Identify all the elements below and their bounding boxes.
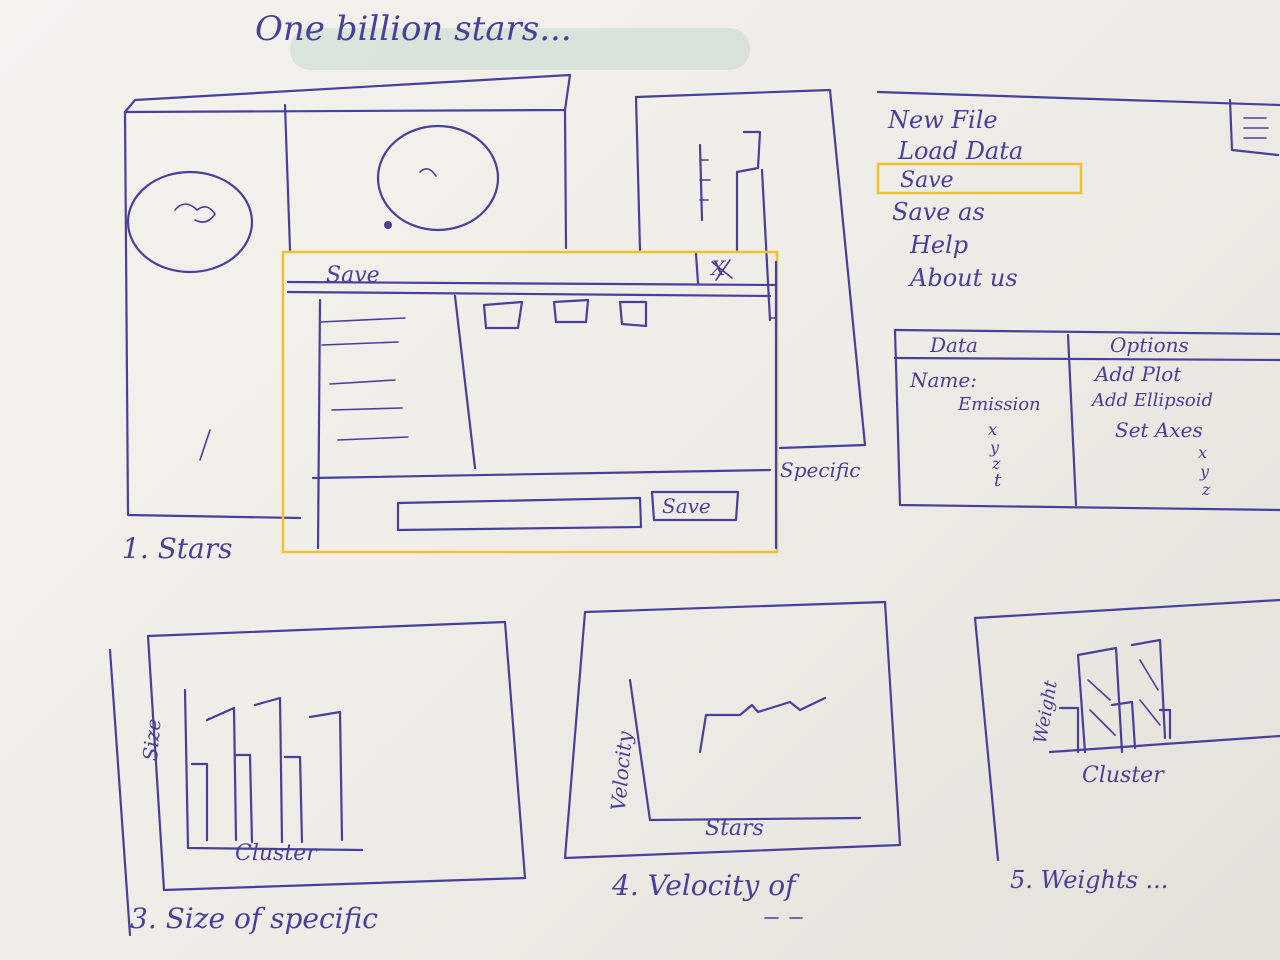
data-item-t: t: [994, 470, 1002, 491]
chart-3-sketch: [108, 620, 527, 937]
title-highlight-wash: [290, 28, 750, 70]
planet-circle-left: [126, 170, 254, 274]
save-dialog-sketch: [286, 252, 778, 550]
data-item-x: x: [988, 420, 998, 439]
chart-4-caption: 4. Velocity of: [612, 869, 796, 902]
save-filename-input[interactable]: [400, 505, 638, 527]
chart-3-xlabel: Cluster: [235, 841, 317, 866]
option-y: y: [1200, 462, 1210, 481]
data-item-emission: Emission: [958, 394, 1041, 415]
side-panel-caption: Specific: [780, 458, 861, 482]
menu-save-highlight: [876, 162, 1083, 195]
side-panel-sketch: [634, 88, 867, 450]
main-window-caption: 1. Stars: [122, 532, 233, 565]
menu-item-new-file[interactable]: New File: [888, 106, 998, 134]
save-filename-box: [396, 496, 643, 532]
chart-5-sketch: [973, 598, 1280, 862]
bar: [283, 755, 304, 844]
chart-4-sketch: [563, 600, 902, 860]
data-header: Data: [930, 333, 978, 357]
menu-item-load-data[interactable]: Load Data: [898, 137, 1024, 165]
save-dialog-title: Save: [326, 263, 380, 288]
menu-item-help[interactable]: Help: [910, 231, 969, 259]
sketch-title: One billion stars...: [255, 9, 572, 49]
chart-4-xlabel: Stars: [705, 816, 764, 841]
data-item-z: z: [992, 454, 1001, 473]
option-z: z: [1202, 480, 1211, 499]
chart-4-ylabel: Velocity: [606, 730, 637, 812]
save-button[interactable]: Save: [662, 494, 711, 518]
chart-3-ylabel: Size: [138, 717, 166, 762]
bar: [205, 706, 238, 842]
option-add-plot[interactable]: Add Plot: [1095, 362, 1182, 386]
menu-item-about-us[interactable]: About us: [910, 264, 1018, 292]
chart-3-caption: 3. Size of specific: [130, 902, 378, 935]
chart-5-xlabel: Cluster: [1082, 763, 1164, 788]
options-header: Options: [1110, 333, 1189, 357]
save-button-box: [650, 490, 740, 522]
bar: [234, 753, 254, 844]
planet-circle-right: [376, 124, 500, 232]
menu-panel-sketch: [876, 90, 1280, 512]
option-add-ellipsoid[interactable]: Add Ellipsoid: [1092, 390, 1214, 411]
bar: [308, 710, 344, 842]
option-x: x: [1198, 443, 1208, 462]
chart-5-caption: 5. Weights ...: [1010, 866, 1169, 894]
bar: [253, 696, 284, 844]
close-icon[interactable]: X: [711, 256, 726, 280]
velocity-line: [698, 696, 827, 754]
menu-item-save-as[interactable]: Save as: [892, 198, 985, 226]
data-item-name: Name:: [910, 368, 977, 392]
menu-item-save[interactable]: Save: [900, 168, 954, 193]
option-set-axes[interactable]: Set Axes: [1115, 418, 1203, 442]
bar: [190, 762, 209, 842]
main-window-sketch: [123, 73, 572, 520]
data-item-y: y: [990, 438, 1000, 457]
